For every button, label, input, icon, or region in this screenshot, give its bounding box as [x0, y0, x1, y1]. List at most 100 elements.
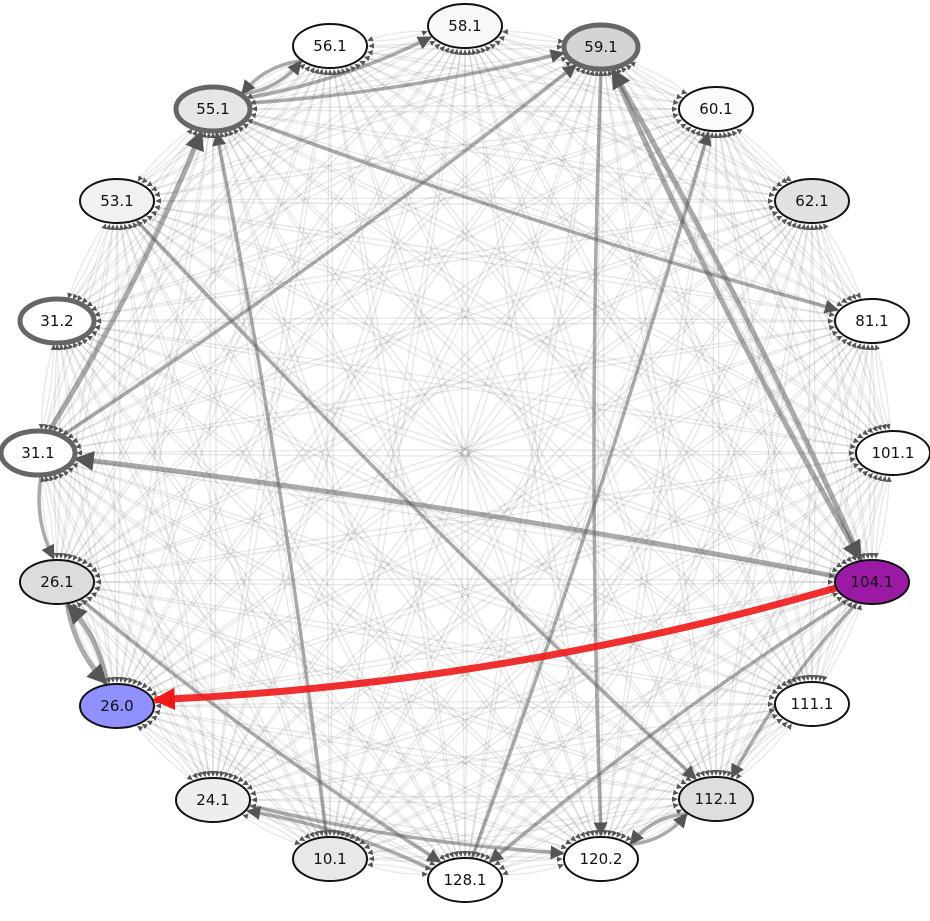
node-31-2[interactable]: 31.2: [17, 296, 97, 346]
edge-101-1-to-104-1: [873, 474, 891, 559]
edge-24-1-to-31-2: [63, 343, 207, 779]
node-112-1[interactable]: 112.1: [678, 776, 754, 822]
edge-26-0-to-53-1: [114, 224, 121, 685]
edge-26-1-to-10-1: [75, 600, 311, 840]
edge-26-0-to-55-1: [119, 132, 212, 685]
edge-104-1-to-10-1: [359, 595, 845, 845]
edge-59-1-to-55-1: [250, 52, 566, 105]
edge-112-1-to-31-2: [81, 338, 693, 783]
node-10-1[interactable]: 10.1: [292, 836, 368, 882]
node-120-2[interactable]: 120.2: [563, 836, 639, 882]
edge-111-1-to-60-1: [718, 132, 810, 683]
edge-10-1-to-31-2: [67, 343, 320, 839]
node-58-1[interactable]: 58.1: [427, 3, 503, 49]
edge-26-1-to-111-1: [92, 587, 775, 700]
node-104-1[interactable]: 104.1: [834, 559, 910, 605]
edge-104-1-to-101-1: [874, 476, 892, 561]
edge-56-1-to-31-2: [76, 64, 312, 302]
edge-120-2-to-60-1: [603, 132, 715, 838]
node-shape: [79, 683, 155, 729]
edge-101-1-to-24-1: [242, 466, 866, 786]
edge-128-1-to-81-1: [479, 342, 857, 861]
edge-31-2-to-56-1: [75, 65, 311, 303]
edge-31-2-to-58-1: [80, 43, 441, 305]
edge-26-1-to-120-2: [84, 595, 572, 845]
edge-112-1-to-10-1: [367, 803, 681, 855]
edge-120-2-to-56-1: [336, 68, 595, 838]
edge-31-2-to-128-1: [71, 340, 450, 859]
edge-31-2-to-120-2: [75, 339, 581, 840]
edge-120-2-to-31-2: [77, 340, 583, 841]
edge-101-1-to-53-1: [150, 210, 861, 444]
edge-62-1-to-55-1: [250, 112, 777, 197]
strong-edge-26-1-to-128-1: [79, 597, 442, 864]
edge-112-1-to-26-1: [90, 592, 684, 790]
edge-56-1-to-58-1: [365, 30, 428, 42]
edge-128-1-to-53-1: [128, 223, 455, 860]
edge-26-1-to-55-1: [63, 131, 207, 561]
edge-111-1-to-104-1: [821, 604, 862, 684]
edge-24-1-to-55-1: [210, 132, 217, 779]
edge-59-1-to-26-1: [77, 65, 583, 563]
edge-55-1-to-60-1: [249, 106, 678, 113]
node-81-1[interactable]: 81.1: [834, 298, 910, 344]
edge-120-2-to-53-1: [132, 222, 587, 840]
edge-10-1-to-60-1: [340, 131, 705, 839]
edge-120-2-to-26-0: [151, 715, 569, 850]
strong-edge-104-1-to-128-1: [488, 597, 850, 864]
edge-55-1-to-31-1: [48, 129, 203, 431]
edge-60-1-to-111-1: [718, 130, 810, 681]
node-128-1[interactable]: 128.1: [427, 857, 503, 903]
edge-56-1-to-101-1: [353, 62, 869, 436]
edge-101-1-to-58-1: [484, 45, 875, 435]
node-62-1[interactable]: 62.1: [774, 178, 850, 224]
edge-31-2-to-59-1: [84, 61, 572, 308]
edge-31-2-to-53-1: [66, 223, 107, 301]
edge-31-1-to-81-1: [73, 325, 835, 449]
edge-56-1-to-120-2: [336, 67, 595, 837]
edge-24-1-to-62-1: [231, 220, 793, 782]
node-59-1[interactable]: 59.1: [561, 22, 641, 72]
edge-101-1-to-31-2: [94, 324, 858, 449]
node-label: 26.0: [100, 697, 133, 715]
edge-111-1-to-26-1: [94, 586, 777, 699]
edge-112-1-to-26-0: [154, 709, 681, 795]
edge-81-1-to-26-1: [90, 330, 840, 573]
edge-26-0-to-62-1: [140, 218, 788, 690]
node-111-1[interactable]: 111.1: [774, 681, 850, 727]
edge-10-1-to-59-1: [336, 69, 595, 838]
edge-26-1-to-60-1: [80, 126, 692, 566]
edge-56-1-to-104-1: [348, 64, 852, 563]
edge-81-1-to-101-1: [874, 342, 891, 430]
edge-128-1-to-26-0: [146, 720, 438, 867]
node-label: 81.1: [855, 312, 888, 330]
node-56-1[interactable]: 56.1: [292, 23, 368, 69]
edge-128-1-to-56-1: [331, 69, 463, 859]
node-24-1[interactable]: 24.1: [175, 777, 251, 823]
edge-10-1-to-104-1: [357, 596, 843, 846]
edge-104-1-to-26-0: [154, 587, 837, 702]
edge-10-1-to-56-1: [327, 69, 334, 838]
node-55-1[interactable]: 55.1: [173, 84, 253, 134]
node-label: 59.1: [584, 38, 617, 56]
edge-81-1-to-59-1: [620, 66, 854, 303]
node-53-1[interactable]: 53.1: [79, 178, 155, 224]
edge-60-1-to-59-1: [629, 61, 690, 95]
node-101-1[interactable]: 101.1: [855, 430, 930, 476]
node-31-1[interactable]: 31.1: [0, 428, 78, 478]
edge-104-1-to-58-1: [480, 47, 858, 563]
edge-101-1-to-31-1: [76, 449, 857, 456]
edge-58-1-to-26-0: [128, 46, 455, 684]
edge-55-1-to-120-2: [223, 129, 590, 837]
node-26-0[interactable]: 26.0: [79, 683, 155, 729]
edge-55-1-to-81-1: [245, 118, 839, 312]
node-shape: [292, 836, 368, 882]
edge-31-1-to-10-1: [51, 472, 315, 838]
strong-edge-104-1-to-112-1: [730, 601, 859, 779]
edge-10-1-to-112-1: [365, 803, 679, 855]
edge-81-1-to-56-1: [359, 60, 845, 308]
edge-24-1-to-59-1: [223, 69, 590, 780]
node-60-1[interactable]: 60.1: [678, 86, 754, 132]
node-26-1[interactable]: 26.1: [19, 559, 95, 605]
edge-128-1-to-101-1: [483, 472, 874, 862]
